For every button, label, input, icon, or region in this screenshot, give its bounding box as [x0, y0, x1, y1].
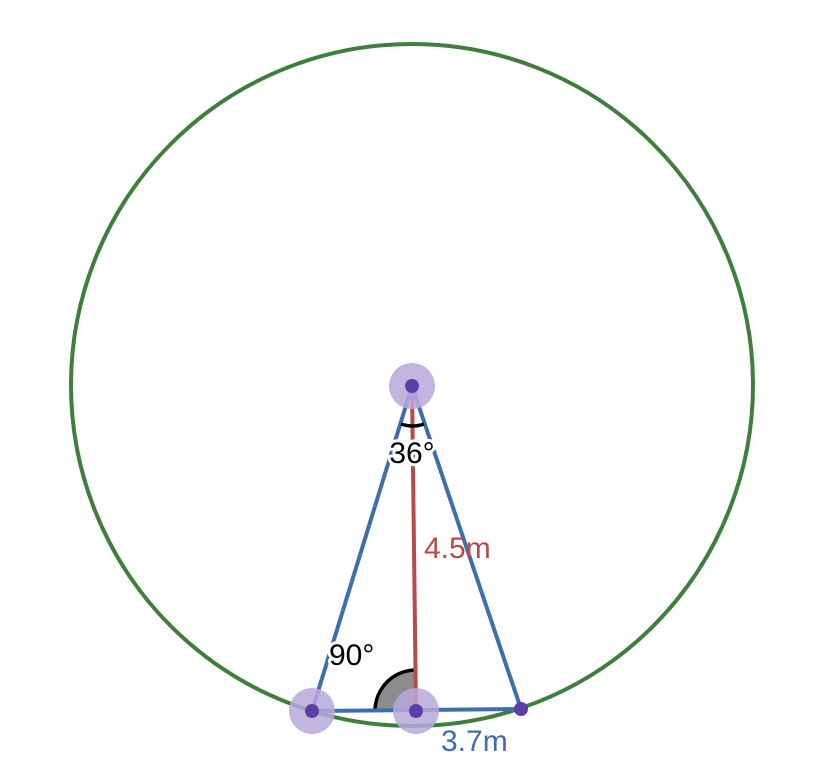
foot-point[interactable]: [409, 704, 423, 718]
right-angle-label: 90°: [329, 639, 374, 672]
apex-angle-arc: [400, 422, 425, 428]
base-right-point[interactable]: [514, 702, 528, 716]
base-label: 3.7m: [441, 725, 508, 758]
apex-point[interactable]: [405, 379, 419, 393]
height-label: 4.5m: [424, 532, 491, 565]
height-line: [410, 385, 418, 712]
base-left-point[interactable]: [305, 704, 319, 718]
apex-angle-label: 36°: [389, 437, 434, 470]
right-angle-arc: [373, 668, 417, 712]
